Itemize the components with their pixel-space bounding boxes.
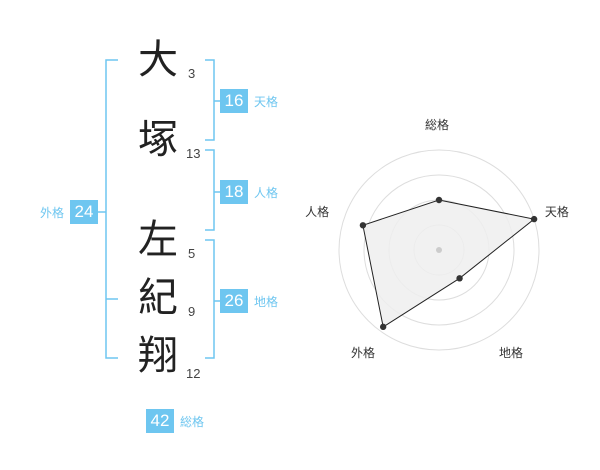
chikaku-badge: 26 地格 (220, 289, 278, 313)
tenkaku-badge: 16 天格 (220, 89, 278, 113)
gaikaku-label: 外格 (40, 205, 65, 220)
soukaku-label: 総格 (180, 414, 205, 429)
stroke-count-1: 3 (188, 66, 196, 81)
soukaku-value: 42 (146, 409, 174, 433)
radar-axis-label-3: 地格 (499, 345, 524, 360)
stroke-count-4: 9 (188, 304, 196, 319)
chikaku-value: 26 (220, 289, 248, 313)
name-char-1: 大 (138, 37, 178, 83)
radar-axis-label-4: 外格 (350, 345, 375, 360)
tenkaku-value: 16 (220, 89, 248, 113)
jinkaku-label: 人格 (254, 185, 279, 200)
jinkaku-value: 18 (220, 180, 248, 204)
radar-point-2 (530, 215, 538, 223)
radar-center-dot (436, 247, 442, 253)
stroke-count-3: 5 (188, 246, 196, 261)
gaikaku-badge: 外格 24 (40, 200, 99, 224)
radar-point-3 (456, 275, 463, 282)
radar-axis-label-5: 人格 (305, 205, 330, 220)
jinkaku-badge: 18 人格 (220, 180, 278, 204)
radar-point-1 (435, 196, 443, 204)
name-char-5: 翔 (138, 333, 178, 379)
jinkaku-bracket (205, 149, 215, 231)
radar-point-5 (359, 222, 367, 229)
radar-ring-4 (338, 149, 540, 351)
name-char-2: 塚 (138, 117, 178, 163)
chikaku-bracket (205, 239, 215, 359)
chikaku-label: 地格 (254, 294, 279, 309)
name-char-3: 左 (138, 217, 178, 263)
tenkaku-label: 天格 (254, 94, 279, 109)
tenkaku-bracket (205, 59, 215, 141)
stroke-count-2: 13 (186, 146, 201, 161)
soukaku-badge: 42 総格 (146, 409, 204, 433)
radar-ring-3 (363, 174, 515, 326)
radar-axis-label-1: 総格 (425, 118, 450, 132)
radar-points (359, 196, 538, 331)
radar-point-4 (379, 323, 387, 331)
stroke-count-5: 12 (186, 366, 201, 381)
gaikaku-value: 24 (70, 200, 99, 224)
radar-polygon (362, 199, 536, 328)
radar-axis-label-2: 天格 (544, 205, 569, 220)
name-char-4: 紀 (138, 275, 178, 321)
gaikaku-bracket (105, 59, 118, 359)
